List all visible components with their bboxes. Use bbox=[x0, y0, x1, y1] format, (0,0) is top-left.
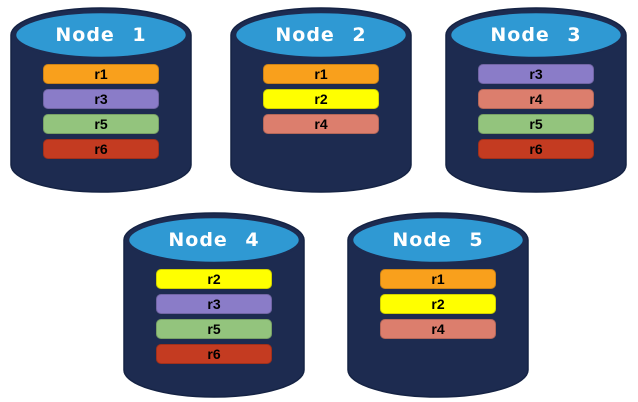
replica-bar-r2: r2 bbox=[156, 269, 272, 289]
replica-bar-r4: r4 bbox=[478, 89, 594, 109]
replica-list: r3 r4 r5 r6 bbox=[478, 64, 594, 164]
replica-bar-r6: r6 bbox=[156, 344, 272, 364]
replica-bar-r5: r5 bbox=[478, 114, 594, 134]
node-cylinder-2: Node 2 r1 r2 r4 bbox=[230, 7, 412, 193]
node-cylinder-3: Node 3 r3 r4 r5 r6 bbox=[445, 7, 627, 193]
node-cylinder-4: Node 4 r2 r3 r5 r6 bbox=[123, 212, 305, 398]
replica-bar-r1: r1 bbox=[380, 269, 496, 289]
replica-bar-r5: r5 bbox=[156, 319, 272, 339]
replica-bar-r6: r6 bbox=[478, 139, 594, 159]
replica-bar-r6: r6 bbox=[43, 139, 159, 159]
replica-bar-r3: r3 bbox=[156, 294, 272, 314]
replica-bar-r5: r5 bbox=[43, 114, 159, 134]
replica-bar-r2: r2 bbox=[380, 294, 496, 314]
replica-bar-r4: r4 bbox=[263, 114, 379, 134]
replica-list: r2 r3 r5 r6 bbox=[156, 269, 272, 369]
replica-bar-r3: r3 bbox=[478, 64, 594, 84]
node-title: Node 5 bbox=[392, 229, 484, 251]
replica-list: r1 r2 r4 bbox=[263, 64, 379, 139]
node-title: Node 3 bbox=[490, 24, 582, 46]
node-cylinder-5: Node 5 r1 r2 r4 bbox=[347, 212, 529, 398]
replica-list: r1 r2 r4 bbox=[380, 269, 496, 344]
replica-bar-r1: r1 bbox=[263, 64, 379, 84]
node-title: Node 4 bbox=[168, 229, 260, 251]
replica-bar-r3: r3 bbox=[43, 89, 159, 109]
node-title: Node 1 bbox=[55, 24, 147, 46]
node-title: Node 2 bbox=[275, 24, 367, 46]
node-cylinder-1: Node 1 r1 r3 r5 r6 bbox=[10, 7, 192, 193]
replica-bar-r4: r4 bbox=[380, 319, 496, 339]
replica-bar-r1: r1 bbox=[43, 64, 159, 84]
replica-bar-r2: r2 bbox=[263, 89, 379, 109]
replica-list: r1 r3 r5 r6 bbox=[43, 64, 159, 164]
